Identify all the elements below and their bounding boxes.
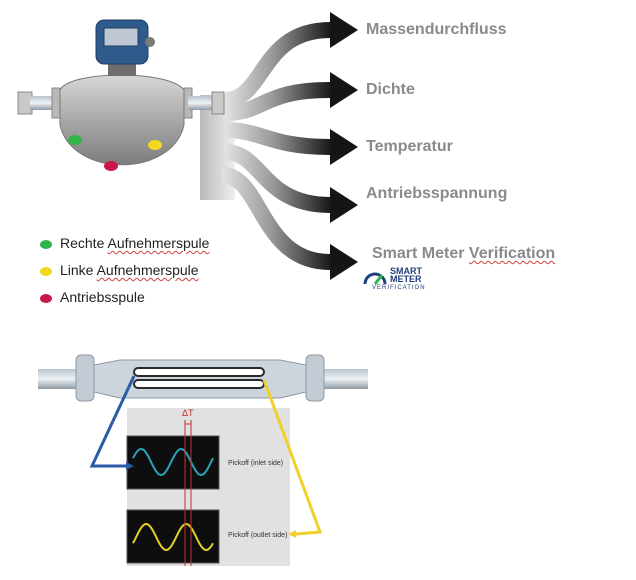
output-drive-voltage: Antriebsspannung — [366, 185, 508, 202]
output-smv-underlined: Verification — [468, 245, 556, 262]
flow-arrow-5-head — [330, 244, 358, 280]
flow-arrow-2 — [224, 82, 331, 121]
pickoff-inlet-label: Pickoff (inlet side) — [228, 460, 284, 467]
drive-coil-dot — [104, 161, 118, 171]
connector-yellow — [262, 379, 323, 536]
flow-tube-upper — [133, 367, 265, 377]
delta-t-label: ΔT — [182, 408, 194, 418]
right-pipe — [188, 96, 214, 110]
pickoff-outlet-label: Pickoff (outlet side) — [228, 532, 288, 539]
transmitter-cap — [145, 37, 155, 47]
left-flange-inner — [51, 87, 61, 119]
flow-arrow-1-head — [330, 12, 358, 48]
legend-left-pickoff: Linke Aufnehmerspule — [40, 262, 199, 280]
flow-arrow-4-head — [330, 187, 358, 223]
left-flange — [17, 91, 33, 115]
connector-blue-head — [126, 462, 134, 470]
sensor-body — [59, 74, 185, 166]
legend-right-pickoff-underlined: Aufnehmerspule — [107, 235, 210, 251]
smv-logo-line1: SMART — [390, 266, 422, 276]
flow-arrow-1 — [224, 22, 331, 108]
output-smv-plain: Smart Meter — [372, 245, 469, 262]
smv-logo-line3: VERIFICATION — [372, 285, 426, 291]
tube-diagram — [38, 354, 368, 402]
wave-outlet — [132, 522, 214, 552]
tube-flange-right — [305, 354, 325, 402]
legend-right-pickoff-plain: Rechte — [60, 235, 108, 251]
scope-inlet — [126, 435, 220, 490]
flow-tube-lower — [133, 379, 265, 389]
output-temperature: Temperatur — [366, 138, 453, 155]
legend-green-dot — [40, 239, 52, 249]
right-flange — [211, 91, 225, 115]
smv-logo: SMART METER VERIFICATION — [362, 266, 426, 292]
legend-drive-coil-text: Antriebsspule — [60, 289, 145, 305]
legend-right-pickoff: Rechte Aufnehmerspule — [40, 235, 209, 253]
coriolis-meter — [17, 19, 225, 166]
tube-flange-left — [75, 354, 95, 402]
flow-arrow-5 — [220, 167, 331, 270]
flow-arrow-3 — [224, 122, 331, 155]
legend-yellow-dot — [40, 266, 52, 276]
output-density: Dichte — [366, 81, 415, 98]
flow-arrow-2-head — [330, 72, 358, 108]
connector-yellow-head — [288, 530, 296, 538]
flow-arrow-3-head — [330, 129, 358, 165]
wave-inlet — [132, 447, 214, 477]
left-pipe — [30, 96, 58, 110]
legend-left-pickoff-underlined: Aufnehmerspule — [96, 262, 199, 278]
output-smart-meter-verification: Smart Meter Verification — [372, 245, 555, 263]
connector-blue — [89, 375, 136, 468]
flow-arrow-4 — [224, 144, 331, 213]
scope-outlet — [126, 509, 220, 564]
transmitter-display — [103, 27, 139, 47]
legend-red-dot — [40, 293, 52, 303]
right-pickoff-dot — [68, 135, 82, 145]
legend-left-pickoff-plain: Linke — [60, 262, 97, 278]
legend-drive-coil: Antriebsspule — [40, 289, 145, 307]
flow-arrows — [220, 12, 358, 280]
left-pickoff-dot — [148, 140, 162, 150]
smv-gauge-icon — [363, 272, 387, 285]
delta-t-marker — [184, 420, 192, 566]
output-mass-flow: Massendurchfluss — [366, 21, 507, 38]
smv-logo-line2: METER — [390, 274, 422, 284]
